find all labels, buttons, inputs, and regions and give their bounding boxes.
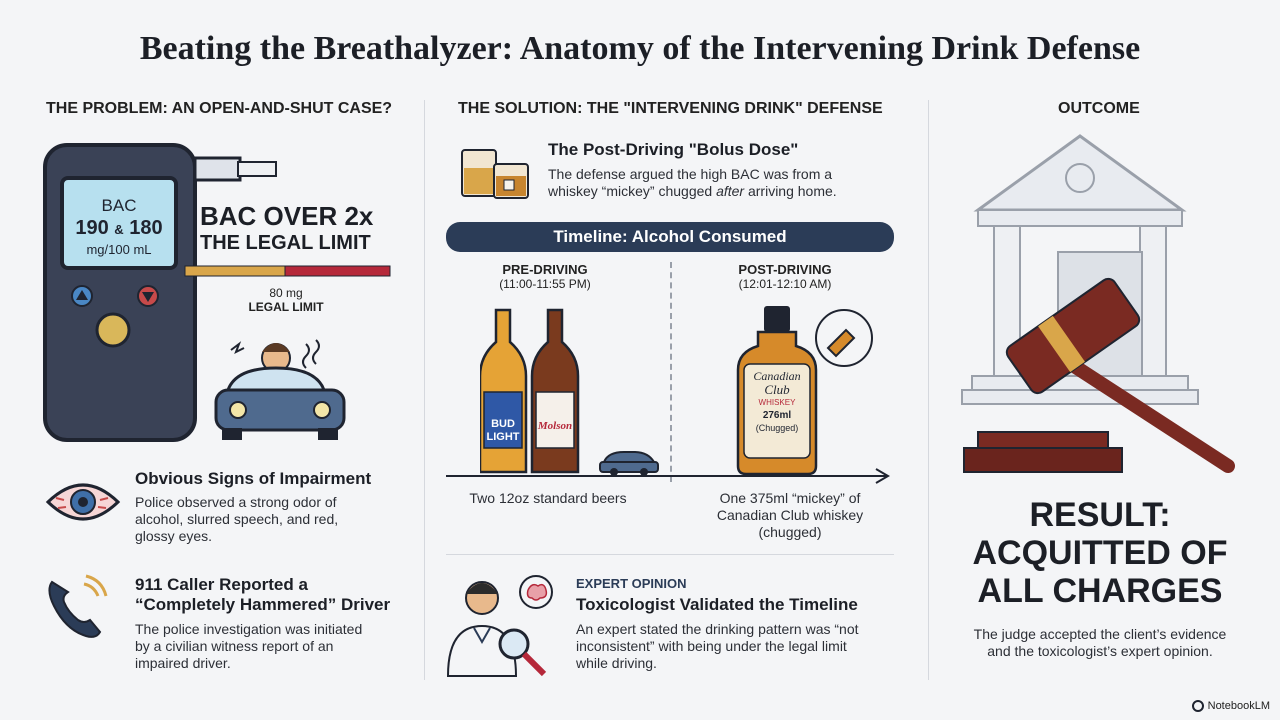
expert-section: EXPERT OPINION Toxicologist Validated th… xyxy=(576,576,906,672)
page-title: Beating the Breathalyzer: Anatomy of the… xyxy=(139,30,1141,67)
post-driving-caption: One 375ml “mickey” of Canadian Club whis… xyxy=(690,490,890,541)
beer1-label: BUD LIGHT xyxy=(484,418,522,444)
brand-name: NotebookLM xyxy=(1207,700,1270,712)
bac-reading-1: 190 xyxy=(75,217,109,239)
bolus-text-2: whiskey “mickey” chugged after arriving … xyxy=(548,183,908,200)
whiskey-label-1: Canadian xyxy=(753,369,801,383)
whiskey-bottle-icon xyxy=(736,306,873,476)
bolus-section: The Post-Driving "Bolus Dose" The defens… xyxy=(548,140,908,200)
whiskey-label-5: (Chugged) xyxy=(755,423,799,433)
result-line-2: ACQUITTED OF xyxy=(972,534,1228,572)
car-icon xyxy=(599,451,659,476)
bac-headline-2: THE LEGAL LIMIT xyxy=(200,232,371,254)
brand-logo: NotebookLM xyxy=(1191,700,1270,712)
whiskey-label-3: WHISKEY xyxy=(758,398,796,407)
result-block: RESULT: ACQUITTED OF ALL CHARGES xyxy=(940,496,1260,610)
phone-icon xyxy=(48,574,108,638)
expert-text-3: while driving. xyxy=(576,655,657,671)
outcome-heading: OUTCOME xyxy=(1058,100,1140,117)
impaired-driver-icon xyxy=(214,339,346,440)
signs-text-3: glossy eyes. xyxy=(135,528,213,544)
toxicologist-icon xyxy=(446,575,553,677)
beer1-label-1: BUD xyxy=(491,418,515,430)
bac-unit: mg/100 mL xyxy=(86,242,152,257)
bac-headline-1: BAC OVER 2x xyxy=(200,201,374,231)
post-caption-3: (chugged) xyxy=(758,524,822,540)
bac-ampersand: & xyxy=(114,222,124,237)
expert-text-1: An expert stated the drinking pattern wa… xyxy=(576,621,859,637)
courthouse-gavel-icon xyxy=(961,134,1235,473)
post-driving-label: POST-DRIVING xyxy=(738,262,832,277)
outcome-text: The judge accepted the client’s evidence… xyxy=(940,626,1260,660)
pre-driving-caption: Two 12oz standard beers xyxy=(469,490,627,506)
timeline-arrow xyxy=(446,468,890,484)
caller-text-2: by a civilian witness report of an xyxy=(135,638,334,654)
whiskey-glass-icon xyxy=(461,149,529,199)
result-label: RESULT: xyxy=(1029,496,1171,534)
bolus-text-1: The defense argued the high BAC was from… xyxy=(548,166,833,182)
whiskey-label-4: 276ml xyxy=(762,410,792,421)
expert-text-2: inconsistent” with being under the legal… xyxy=(576,638,847,654)
column-divider-left xyxy=(424,100,425,680)
bolus-text-2b: after xyxy=(716,183,745,199)
post-caption-2: Canadian Club whiskey xyxy=(716,507,864,523)
beer2-label: Molson xyxy=(537,420,573,432)
bac-reading-2: 180 xyxy=(129,217,163,239)
whiskey-label-2: Club xyxy=(764,382,790,397)
impairment-signs: Obvious Signs of Impairment Police obser… xyxy=(135,469,415,545)
breathalyzer-icon xyxy=(43,143,391,442)
legal-limit-label: 80 mg LEGAL LIMIT xyxy=(236,286,336,314)
caller-report: 911 Caller Reported a “Completely Hammer… xyxy=(135,575,420,672)
beer-bottles-icon xyxy=(480,308,580,474)
signs-text-2: alcohol, slurred speech, and red, xyxy=(135,511,339,527)
red-eye-icon xyxy=(45,483,121,521)
post-caption-1: One 375ml “mickey” of xyxy=(719,490,861,506)
outcome-text-1: The judge accepted the client’s evidence xyxy=(973,626,1227,642)
timeline-banner: Timeline: Alcohol Consumed xyxy=(446,222,894,252)
beer1-label-2: LIGHT xyxy=(486,431,520,443)
expert-tag: EXPERT OPINION xyxy=(576,576,687,591)
caller-title-2: “Completely Hammered” Driver xyxy=(135,595,391,614)
expert-title: Toxicologist Validated the Timeline xyxy=(576,595,858,614)
legal-limit-value: 80 mg xyxy=(269,286,303,300)
notebooklm-icon xyxy=(1191,700,1204,712)
section-separator xyxy=(446,554,894,555)
bolus-text-2c: arriving home. xyxy=(744,183,837,199)
pre-driving-time: (11:00-11:55 PM) xyxy=(499,277,591,291)
legal-limit-text: LEGAL LIMIT xyxy=(248,300,324,314)
bolus-title: The Post-Driving "Bolus Dose" xyxy=(548,140,799,159)
solution-heading: THE SOLUTION: THE "INTERVENING DRINK" DE… xyxy=(458,100,883,117)
pre-driving-header: PRE-DRIVING (11:00-11:55 PM) xyxy=(480,262,610,291)
bac-headline: BAC OVER 2x THE LEGAL LIMIT xyxy=(200,202,373,256)
signs-title: Obvious Signs of Impairment xyxy=(135,469,372,488)
caller-title-1: 911 Caller Reported a xyxy=(135,575,308,594)
timeline-separator xyxy=(670,262,672,482)
signs-text-1: Police observed a strong odor of xyxy=(135,494,337,510)
column-divider-right xyxy=(928,100,929,680)
result-line-3: ALL CHARGES xyxy=(977,572,1223,610)
outcome-text-2: and the toxicologist’s expert opinion. xyxy=(987,643,1213,659)
pre-driving-label: PRE-DRIVING xyxy=(502,262,588,277)
bac-label: BAC xyxy=(101,196,137,215)
post-driving-header: POST-DRIVING (12:01-12:10 AM) xyxy=(720,262,850,291)
problem-heading: THE PROBLEM: AN OPEN-AND-SHUT CASE? xyxy=(46,100,393,117)
bolus-text-2a: whiskey “mickey” chugged xyxy=(548,183,717,199)
post-driving-time: (12:01-12:10 AM) xyxy=(738,277,832,291)
bac-readout: BAC 190 & 180 mg/100 mL xyxy=(62,196,176,257)
caller-text-3: impaired driver. xyxy=(135,655,231,671)
caller-text-1: The police investigation was initiated xyxy=(135,621,363,637)
whiskey-label: Canadian Club WHISKEY 276ml (Chugged) xyxy=(744,370,810,435)
